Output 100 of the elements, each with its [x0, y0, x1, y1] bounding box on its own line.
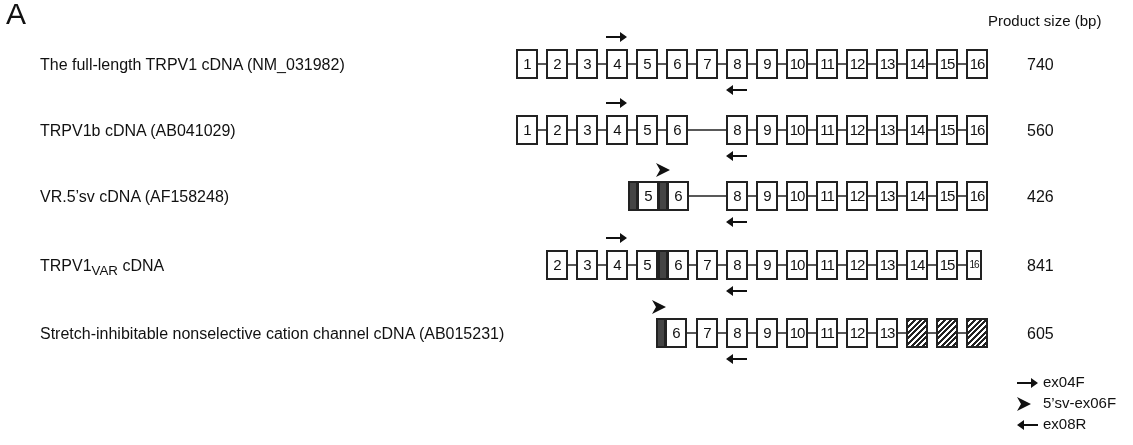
intron-line	[657, 129, 667, 131]
exon-box: 12	[846, 115, 868, 145]
intron-line	[837, 195, 847, 197]
intron-line	[688, 195, 727, 197]
intron-line	[777, 129, 787, 131]
filled-exon-box	[628, 181, 638, 211]
exon-box: 12	[846, 250, 868, 280]
intron-line	[897, 129, 907, 131]
row-label: VR.5’sv cDNA (AF158248)	[40, 187, 230, 207]
exon-box: 10	[786, 49, 808, 79]
intron-line	[747, 264, 757, 266]
legend-label: ex04F	[1043, 372, 1085, 392]
filled-exon-box	[656, 318, 666, 348]
exon-box: 8	[726, 318, 748, 348]
intron-line	[747, 63, 757, 65]
intron-line	[927, 195, 937, 197]
intron-line	[957, 129, 967, 131]
row-label: TRPV1$_{VAR}$ cDNA	[40, 256, 165, 281]
legend-label: ex08R	[1043, 414, 1087, 434]
exon-box: 8	[726, 250, 748, 280]
intron-line	[747, 129, 757, 131]
intron-line	[567, 264, 577, 266]
intron-line	[807, 264, 817, 266]
exon-box: 5	[637, 181, 659, 211]
intron-line	[567, 63, 577, 65]
exon-box: 11	[816, 318, 838, 348]
intron-line	[927, 264, 937, 266]
column-heading: Product size (bp)	[988, 11, 1102, 31]
exon-box: 6	[666, 49, 688, 79]
exon-box: 8	[726, 49, 748, 79]
intron-line	[717, 63, 727, 65]
exon-box: 12	[846, 318, 868, 348]
hatched-exon-box	[906, 318, 928, 348]
panel-label: A	[6, 0, 26, 32]
exon-box: 13	[876, 250, 898, 280]
exon-box: 8	[726, 115, 748, 145]
exon-box: 11	[816, 250, 838, 280]
exon-box: 3	[576, 49, 598, 79]
exon-box: 5	[636, 49, 658, 79]
exon-box: 2	[546, 250, 568, 280]
intron-line	[747, 195, 757, 197]
intron-line	[957, 195, 967, 197]
intron-line	[837, 264, 847, 266]
exon-box: 11	[816, 115, 838, 145]
intron-line	[627, 264, 637, 266]
intron-line	[777, 264, 787, 266]
intron-line	[687, 63, 697, 65]
exon-box: 9	[756, 49, 778, 79]
intron-line	[777, 195, 787, 197]
exon-box: 15	[936, 250, 958, 280]
intron-line	[777, 63, 787, 65]
exon-box: 2	[546, 115, 568, 145]
row-label: TRPV1b cDNA (AB041029)	[40, 121, 236, 141]
legend-label: 5’sv-ex06F	[1043, 393, 1117, 413]
intron-line	[747, 332, 757, 334]
exon-box: 10	[786, 181, 808, 211]
hatched-exon-box	[936, 318, 958, 348]
exon-box: 14	[906, 49, 928, 79]
intron-line	[537, 63, 547, 65]
hatched-exon-box	[966, 318, 988, 348]
exon-box: 10	[786, 318, 808, 348]
exon-box: 6	[667, 181, 689, 211]
filled-exon-box	[658, 181, 668, 211]
exon-box: 12	[846, 49, 868, 79]
intron-line	[597, 63, 607, 65]
exon-box: 4	[606, 49, 628, 79]
exon-box: 10	[786, 115, 808, 145]
exon-box: 5	[636, 250, 658, 280]
exon-box: 9	[756, 318, 778, 348]
product-size: 841	[1027, 256, 1054, 276]
exon-box: 13	[876, 49, 898, 79]
intron-line	[927, 63, 937, 65]
exon-box: 9	[756, 115, 778, 145]
intron-line	[927, 129, 937, 131]
intron-line	[837, 63, 847, 65]
intron-line	[807, 129, 817, 131]
intron-line	[957, 63, 967, 65]
exon-box: 13	[876, 181, 898, 211]
product-size: 605	[1027, 324, 1054, 344]
intron-line	[837, 129, 847, 131]
exon-box: 11	[816, 49, 838, 79]
intron-line	[597, 264, 607, 266]
exon-box: 13	[876, 115, 898, 145]
exon-box: 15	[936, 115, 958, 145]
intron-line	[867, 129, 877, 131]
exon-box: 7	[696, 49, 718, 79]
exon-box: 15	[936, 181, 958, 211]
row-label: The full-length TRPV1 cDNA (NM_031982)	[40, 55, 345, 75]
intron-line	[867, 63, 877, 65]
intron-line	[807, 332, 817, 334]
intron-line	[957, 264, 967, 266]
exon-box: 4	[606, 115, 628, 145]
product-size: 560	[1027, 121, 1054, 141]
intron-line	[957, 332, 967, 334]
exon-box: 9	[756, 250, 778, 280]
intron-line	[867, 195, 877, 197]
intron-line	[537, 129, 547, 131]
product-size: 426	[1027, 187, 1054, 207]
intron-line	[627, 63, 637, 65]
exon-box: 12	[846, 181, 868, 211]
